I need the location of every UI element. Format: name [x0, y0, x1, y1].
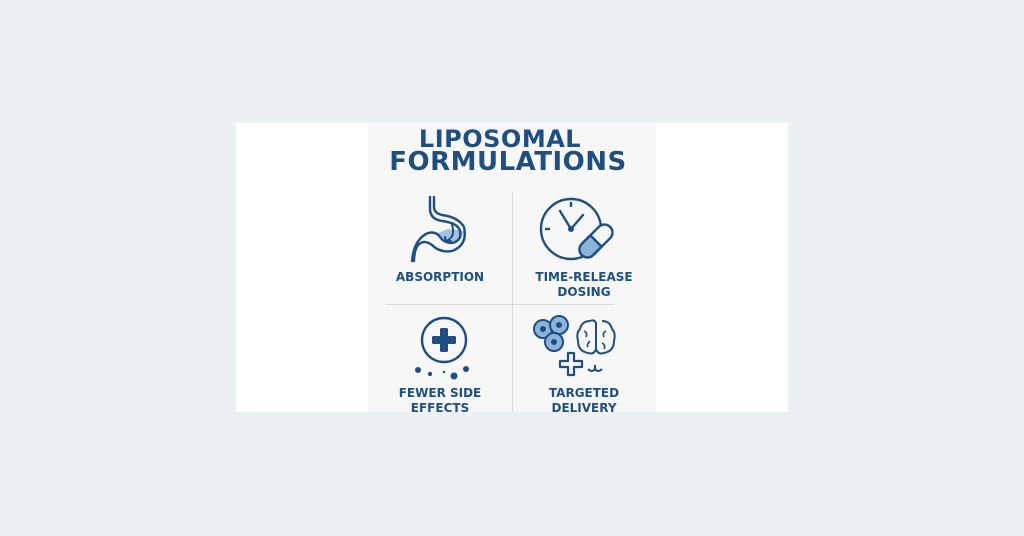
vertical-divider: [512, 193, 513, 412]
fewer-side-effects-label: FEWER SIDE EFFECTS: [398, 386, 482, 412]
infographic-panel: LIPOSOMAL FORMULATIONS ABSORPTION: [368, 123, 656, 412]
targeted-delivery-label: TARGETED DELIVERY: [548, 386, 620, 412]
title-line-1: LIPOSOMAL: [418, 125, 582, 153]
image-frame: LIPOSOMAL FORMULATIONS ABSORPTION: [236, 123, 788, 412]
horizontal-divider: [386, 304, 614, 305]
clock-pill-icon: [539, 197, 614, 261]
absorption-label: ABSORPTION: [395, 270, 485, 284]
plus-circle-icon: [415, 316, 469, 380]
title-line-2: FORMULATIONS: [389, 147, 627, 177]
time-release-label: TIME-RELEASE DOSING: [535, 270, 633, 299]
cells-brain-icon: [533, 315, 616, 377]
stomach-icon: [410, 195, 466, 263]
